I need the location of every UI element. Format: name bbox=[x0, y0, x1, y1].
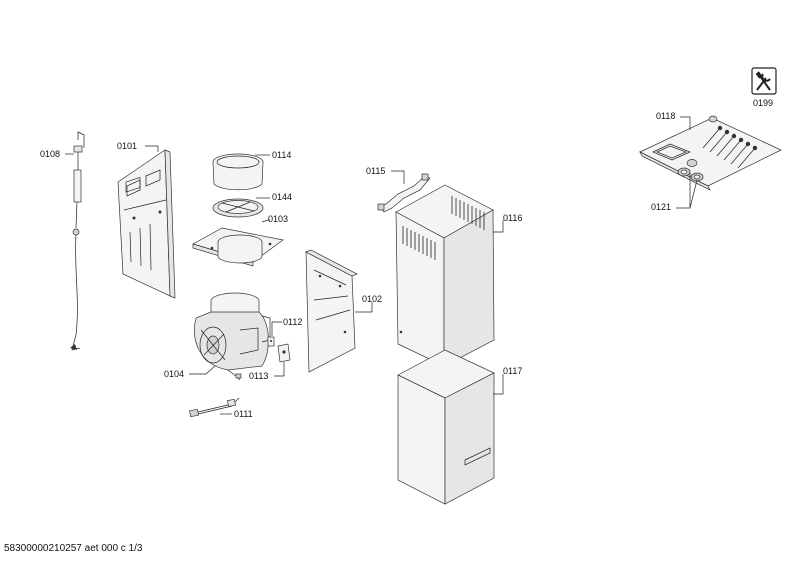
leader-0116 bbox=[493, 220, 504, 233]
label-0112: 0112 bbox=[283, 317, 302, 327]
part-0104-blower-motor[interactable] bbox=[194, 292, 271, 381]
label-0199: 0199 bbox=[753, 98, 773, 108]
part-0199-tool-icon[interactable] bbox=[751, 67, 777, 95]
label-0111: 0111 bbox=[234, 409, 253, 419]
screws bbox=[702, 125, 758, 169]
label-0104: 0104 bbox=[164, 369, 184, 379]
part-0102-inner-frame[interactable] bbox=[305, 249, 358, 373]
leader-0101 bbox=[145, 145, 159, 152]
part-0116-upper-chimney[interactable] bbox=[395, 184, 495, 367]
label-0115: 0115 bbox=[366, 166, 385, 176]
vent-slots-left bbox=[402, 226, 436, 260]
leader-0118 bbox=[680, 116, 691, 130]
label-0116: 0116 bbox=[503, 213, 522, 223]
label-0118: 0118 bbox=[656, 111, 675, 121]
part-0113-mount-plate[interactable] bbox=[277, 343, 291, 363]
leader-0115 bbox=[391, 170, 405, 184]
leader-0112 bbox=[271, 321, 282, 336]
leader-0113 bbox=[274, 362, 285, 377]
part-0103-adapter-plate[interactable] bbox=[192, 227, 284, 267]
part-0112-bracket[interactable] bbox=[267, 336, 275, 347]
part-0111-wiring-harness[interactable] bbox=[189, 397, 240, 418]
label-0113: 0113 bbox=[249, 371, 268, 381]
label-0108: 0108 bbox=[40, 149, 60, 159]
leader-0121 bbox=[676, 172, 698, 209]
leader-0104 bbox=[189, 365, 216, 375]
part-0144-filter-disc[interactable] bbox=[212, 198, 264, 218]
label-0114: 0114 bbox=[272, 150, 291, 160]
label-0102: 0102 bbox=[362, 294, 382, 304]
part-0115-bracket[interactable] bbox=[377, 173, 431, 213]
label-0117: 0117 bbox=[503, 366, 522, 376]
part-0117-lower-chimney[interactable] bbox=[397, 349, 495, 505]
part-0118-hardware-bag[interactable] bbox=[639, 115, 782, 191]
wrench-screwdriver-icon bbox=[755, 71, 771, 91]
label-0101: 0101 bbox=[117, 141, 137, 151]
part-0101-back-plate[interactable] bbox=[117, 149, 176, 299]
label-0144: 0144 bbox=[272, 192, 292, 202]
drawing-code: 58300000210257 aet 000 c 1/3 bbox=[4, 543, 143, 554]
label-0121[interactable]: 0121 bbox=[651, 202, 671, 212]
vent-slots-right bbox=[451, 196, 485, 230]
label-0103: 0103 bbox=[268, 214, 288, 224]
leader-0102 bbox=[355, 302, 373, 313]
part-0108-power-cord[interactable] bbox=[70, 131, 85, 351]
fixings bbox=[677, 159, 704, 182]
leader-0103 bbox=[261, 219, 270, 223]
part-0114-collar-ring[interactable] bbox=[212, 153, 264, 191]
leader-0117 bbox=[493, 374, 504, 395]
